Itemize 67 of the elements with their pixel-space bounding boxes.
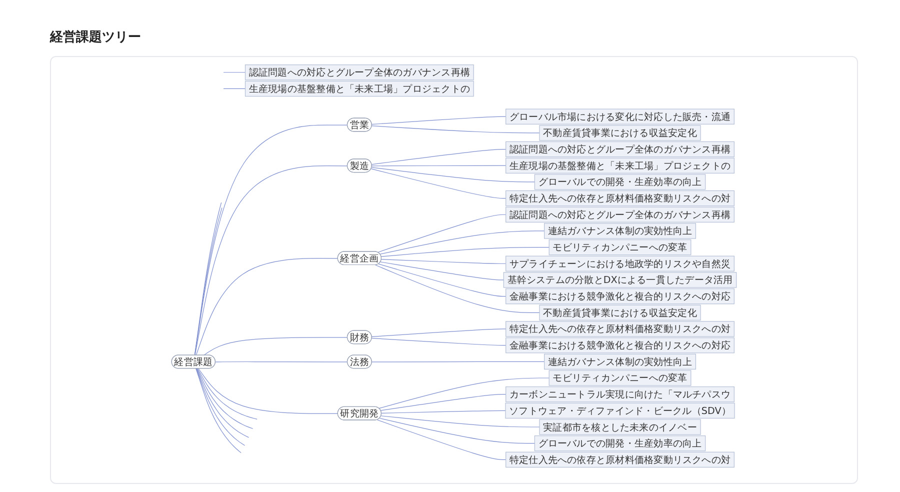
connector-line <box>196 368 250 438</box>
connector-line <box>381 410 506 414</box>
connector-line <box>203 337 348 356</box>
issue-box: 特定仕入先への依存と原材料価格変動リスクへの対 <box>506 452 734 468</box>
connector-line <box>372 116 506 125</box>
issue-box: 基幹システムの分散とDXによる一貫したデータ活用 <box>503 272 737 288</box>
connector-line <box>380 416 540 428</box>
issue-box: 認証問題への対応とグループ全体のガバナンス再構 <box>506 141 734 158</box>
connector-line <box>380 262 504 280</box>
connector-line <box>196 368 242 454</box>
connector-line <box>378 264 506 297</box>
issue-box: サプライチェーンにおける地政学的リスクや自然災 <box>506 256 734 272</box>
issue-box: 生産現場の基盤整備と「未来工場」プロジェクトの <box>506 158 734 174</box>
issue-box: 特定仕入先への依存と原材料価格変動リスクへの対 <box>506 321 734 337</box>
issue-box: モビリティカンパニーへの変革 <box>548 370 692 386</box>
issue-box: 金融事業における競争激化と複合的リスクへの対応 <box>506 337 734 354</box>
connector-line <box>194 166 348 356</box>
category-box: 営業 <box>346 118 372 132</box>
connector-line <box>372 328 506 337</box>
issue-box: グローバル市場における変化に対応した販売・流通 <box>506 108 734 124</box>
category-box: 法務 <box>346 354 372 369</box>
connector-line <box>215 361 348 362</box>
connector-line <box>380 394 506 411</box>
issue-box: 連結ガバナンス体制の実効性向上 <box>544 354 696 370</box>
connector-line <box>376 420 506 460</box>
connector-line <box>370 168 506 199</box>
category-box: 経営企画 <box>337 251 382 266</box>
connector-line <box>372 361 545 362</box>
connector-line <box>375 264 540 313</box>
issue-box: 不動産賃貸事業における収益安定化 <box>539 304 701 321</box>
category-box: 財務 <box>346 330 372 344</box>
issue-box: グローバルでの開発・生産効率の向上 <box>534 435 706 452</box>
connector-line <box>371 148 506 165</box>
connector-line <box>372 126 540 134</box>
connector-line <box>372 338 506 346</box>
connector-line <box>381 259 506 264</box>
issue-box: グローバルでの開発・生産効率の向上 <box>534 174 706 190</box>
root-topic-box: 経営課題 <box>171 354 216 369</box>
issue-box: 認証問題への対応とグループ全体のガバナンス再構 <box>244 64 474 80</box>
diagram-title: 経営課題ツリー <box>50 29 141 46</box>
connector-line <box>197 368 258 420</box>
connector-line <box>223 88 246 90</box>
connector-line <box>379 418 535 444</box>
connector-line <box>380 230 545 254</box>
connector-line <box>371 167 535 182</box>
issue-box: 実証都市を核とした未来のイノベー <box>539 419 701 435</box>
issue-box: 金融事業における競争激化と複合的リスクへの対応 <box>506 288 734 304</box>
issue-box: 不動産賃貸事業における収益安定化 <box>539 125 701 141</box>
connector-line <box>196 258 338 356</box>
connector-line <box>380 247 550 257</box>
category-box: 研究開発 <box>337 406 382 420</box>
category-box: 製造 <box>346 158 372 173</box>
connector-line <box>378 378 550 409</box>
issue-box: カーボンニュートラル実現に向けた「マルチパスウ <box>506 386 734 402</box>
connector-line <box>223 72 246 73</box>
connector-line <box>196 368 246 446</box>
issue-box: 連結ガバナンス体制の実効性向上 <box>544 223 696 239</box>
connector-line <box>194 124 348 356</box>
connector-line <box>198 368 338 414</box>
issue-box: 生産現場の基盤整備と「未来工場」プロジェクトの <box>244 80 474 97</box>
issue-box: 認証問題への対応とグループ全体のガバナンス再構 <box>506 206 734 222</box>
issue-box: 特定仕入先への依存と原材料価格変動リスクへの対 <box>506 190 734 206</box>
connector-line <box>377 214 506 253</box>
issue-box: ソフトウェア・ディファインド・ビークル（SDV） <box>505 402 735 419</box>
connector-line <box>372 165 506 166</box>
issue-box: モビリティカンパニーへの変革 <box>548 239 692 256</box>
connector-line <box>196 368 254 429</box>
